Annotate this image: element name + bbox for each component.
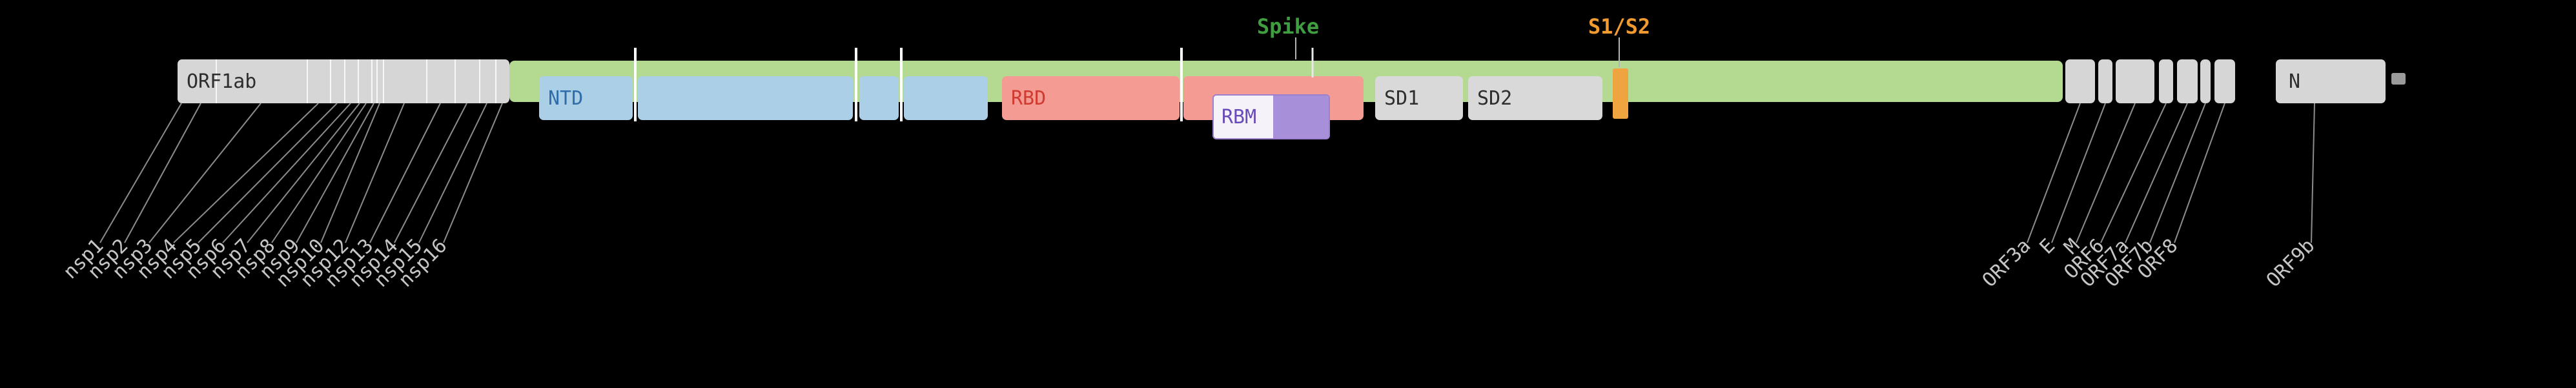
orf1ab-label: ORF1ab [187, 70, 257, 93]
orf1ab-gene-box: ORF1ab [178, 59, 509, 103]
e-gene-box [2098, 59, 2112, 103]
orf-connector [2174, 103, 2225, 243]
nsp-connector [345, 103, 405, 243]
nsp-separator [371, 59, 373, 103]
nsp-connector [173, 103, 319, 243]
orf-connector [2125, 103, 2188, 243]
nsp-separator [455, 59, 456, 103]
orf-label: ORF3a [1978, 234, 2036, 292]
orf9b-connector [2311, 103, 2315, 243]
rbm-domain-box: RBM [1212, 94, 1330, 139]
nsp-connector [320, 103, 380, 243]
orf-connector [2027, 103, 2081, 243]
nsp-connector [369, 103, 441, 243]
orf-label: E [2035, 234, 2060, 259]
orf10-gene-box [2391, 73, 2406, 85]
nsp-separator [383, 59, 384, 103]
nsp-connector [443, 103, 503, 243]
orf-connector [2051, 103, 2106, 243]
sd2-domain-box: SD2 [1468, 76, 1602, 120]
nsp-connector [296, 103, 374, 243]
ntd-segment [904, 76, 988, 120]
orf-connector [2149, 103, 2206, 243]
sd1-label: SD1 [1384, 87, 1420, 110]
orf-connector [2100, 103, 2167, 243]
s1s2-cleavage-site-marker [1613, 68, 1628, 119]
orf7a-gene-box [2177, 59, 2198, 103]
nsp-connector [418, 103, 487, 243]
nsp-connector [394, 103, 467, 243]
nsp-connector [148, 103, 261, 243]
ntd-label: NTD [548, 87, 584, 110]
orf6-gene-box [2159, 59, 2173, 103]
sd2-label: SD2 [1477, 87, 1513, 110]
rbm-solid-segment [1273, 96, 1329, 138]
nsp-connector [222, 103, 351, 243]
nsp-separator [495, 59, 496, 103]
rbd-label: RBD [1011, 87, 1047, 110]
nsp-separator [479, 59, 480, 103]
nsp-connector [99, 103, 182, 243]
rbm-label: RBM [1222, 105, 1257, 128]
m-gene-box [2116, 59, 2154, 103]
orf3a-gene-box [2065, 59, 2095, 103]
orf9b-label: ORF9b [2262, 234, 2320, 292]
nsp-separator [358, 59, 359, 103]
nsp-connector [124, 103, 201, 243]
rbd-domain-box: RBD [1002, 76, 1180, 120]
nsp-separator [426, 59, 427, 103]
sd1-domain-box: SD1 [1375, 76, 1463, 120]
nsp-separator [307, 59, 308, 103]
s1s2-annotation: S1/S2 [1588, 14, 1651, 39]
orf7b-gene-box [2200, 59, 2211, 103]
ntd-segment [638, 76, 853, 120]
n-label: N [2289, 70, 2301, 93]
nsp-separator [330, 59, 331, 103]
nsp-connector [198, 103, 338, 243]
nsp-separator [216, 59, 217, 103]
ntd-domain-box: NTD [539, 76, 633, 120]
nsp-separator [344, 59, 345, 103]
ntd-segment [859, 76, 899, 120]
nsp-connector [247, 103, 360, 243]
n-gene-box: N [2276, 59, 2386, 103]
nsp-separator [376, 59, 378, 103]
orf8-gene-box [2214, 59, 2235, 103]
nsp-connector [271, 103, 367, 243]
spike-annotation: Spike [1256, 14, 1320, 39]
orf-connector [2076, 103, 2136, 243]
